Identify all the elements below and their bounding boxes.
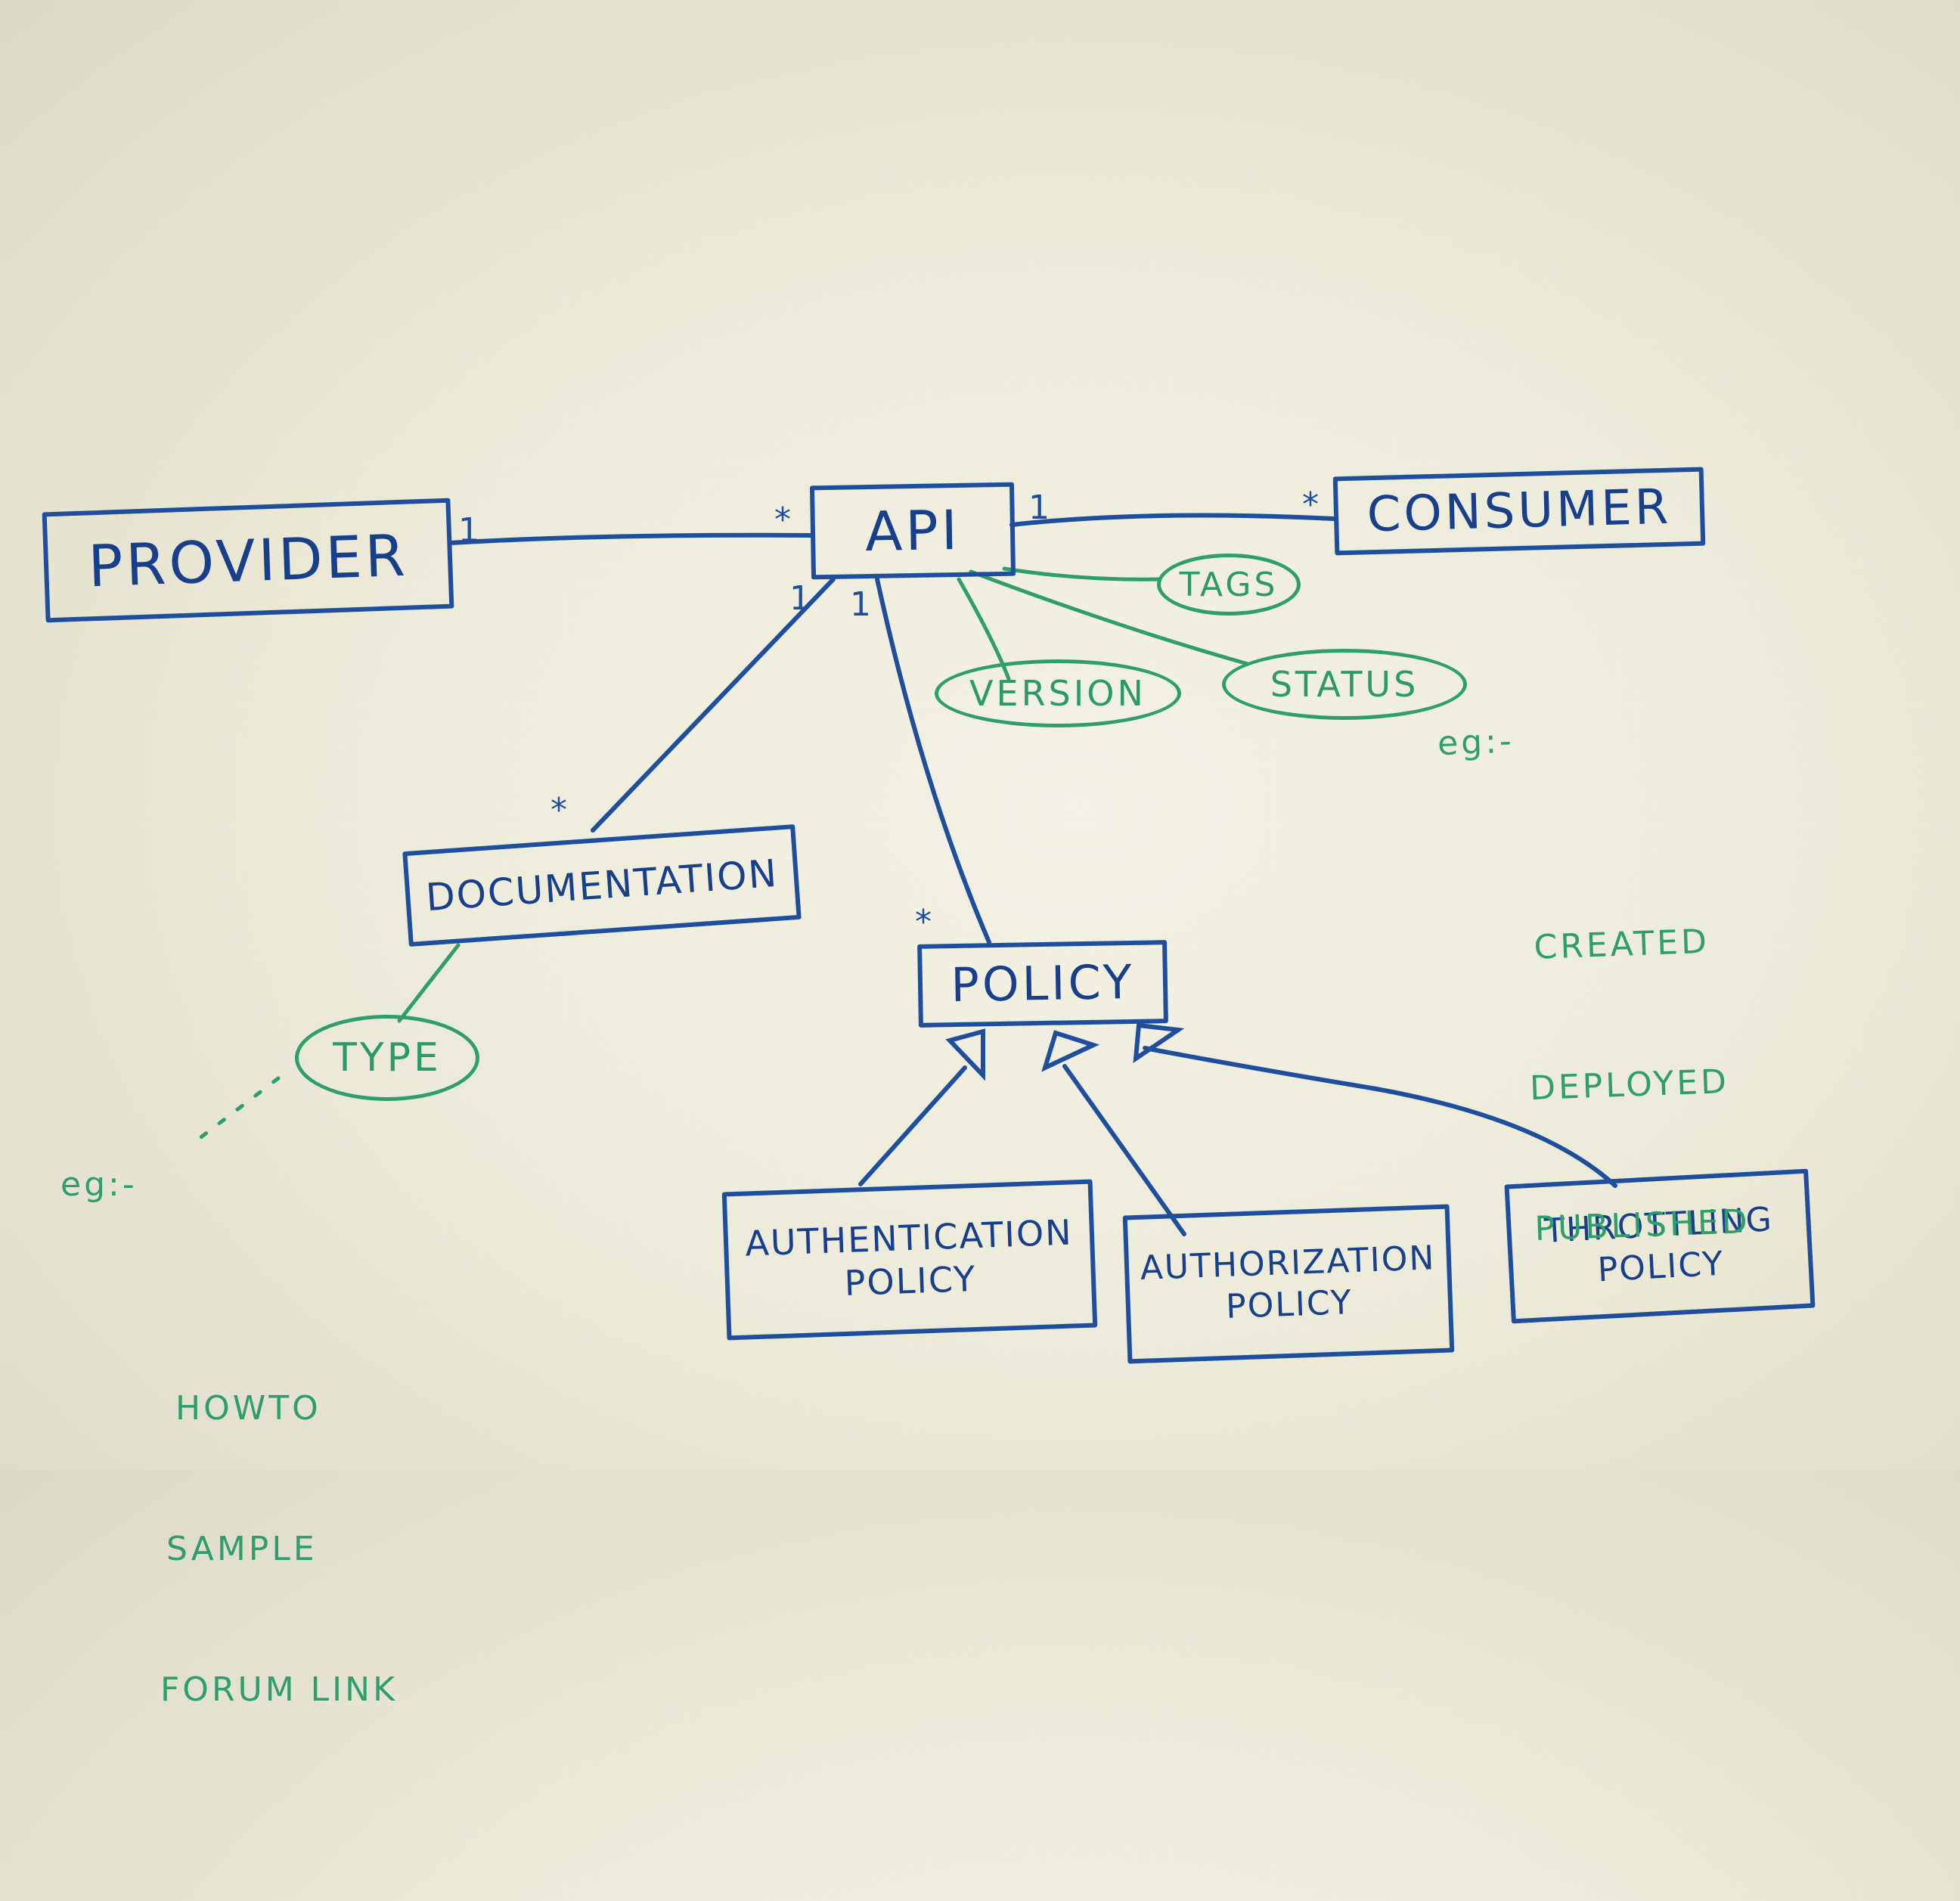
note-status-prefix: eg:-	[1437, 721, 1515, 764]
class-authentication-policy: AUTHENTICATION POLICY	[721, 1179, 1098, 1341]
attribute-status: STATUS	[1222, 649, 1467, 720]
attribute-tags: TAGS	[1157, 554, 1301, 616]
class-api: API	[809, 482, 1016, 580]
note-link-type	[187, 1076, 281, 1149]
class-policy-label: POLICY	[950, 954, 1136, 1013]
note-type-sample: SAMPLE	[166, 1530, 318, 1568]
generalization-authentication	[858, 1065, 967, 1186]
note-status-deployed: DEPLOYED	[1529, 1062, 1730, 1109]
attribute-status-label: STATUS	[1270, 664, 1419, 705]
multiplicity-provider-api-api: *	[774, 501, 791, 539]
association-provider-api	[448, 532, 813, 545]
note-type-prefix: eg:-	[60, 1165, 138, 1204]
attribute-version: VERSION	[935, 659, 1181, 727]
class-policy: POLICY	[917, 940, 1168, 1028]
multiplicity-api-policy-api: 1	[850, 585, 871, 624]
class-consumer-label: CONSUMER	[1366, 479, 1673, 544]
attribute-type-label: TYPE	[333, 1035, 442, 1081]
multiplicity-provider-api-provider: 1	[458, 511, 479, 550]
inheritance-arrow-authorization	[1041, 1030, 1100, 1072]
note-type-howto: HOWTO	[175, 1389, 321, 1428]
connectors-layer	[187, 513, 1617, 1236]
note-status-examples: eg:- CREATED DEPLOYED PUBLISHED	[1436, 683, 1758, 1443]
attribute-link-tags	[1002, 566, 1161, 581]
association-api-policy	[875, 577, 991, 944]
class-authorization-policy: AUTHORIZATION POLICY	[1122, 1204, 1455, 1364]
note-status-created: CREATED	[1533, 922, 1710, 967]
attribute-tags-label: TAGS	[1179, 565, 1279, 604]
class-provider: PROVIDER	[42, 498, 454, 623]
association-api-consumer	[1009, 513, 1336, 527]
attribute-link-status	[969, 569, 1250, 666]
generalization-authorization	[1062, 1064, 1186, 1236]
attribute-link-type	[397, 943, 461, 1023]
attribute-version-label: VERSION	[969, 673, 1146, 714]
attribute-type: TYPE	[295, 1015, 479, 1101]
class-provider-label: PROVIDER	[87, 521, 409, 600]
whiteboard: PROVIDER API CONSUMER DOCUMENTATION POLI…	[42, 467, 1816, 1709]
generalization-throttling	[1143, 1046, 1617, 1188]
multiplicity-api-consumer-api: 1	[1028, 488, 1050, 527]
note-type-examples: eg:- HOWTO SAMPLE FORUM LINK	[60, 1151, 398, 1901]
class-consumer: CONSUMER	[1332, 467, 1706, 556]
class-documentation-label: DOCUMENTATION	[424, 851, 780, 919]
multiplicity-api-documentation-api: 1	[789, 579, 811, 618]
class-api-label: API	[864, 498, 961, 564]
multiplicity-api-consumer-consumer: *	[1302, 485, 1319, 524]
note-type-forum-link: FORUM LINK	[160, 1670, 398, 1709]
inheritance-arrow-throttling	[1133, 1022, 1185, 1064]
note-status-published: PUBLISHED	[1534, 1202, 1751, 1248]
multiplicity-api-policy-policy: *	[915, 903, 932, 941]
multiplicity-api-documentation-doc: *	[550, 791, 567, 830]
inheritance-arrow-authentication	[945, 1028, 985, 1081]
association-api-documentation	[591, 577, 836, 833]
